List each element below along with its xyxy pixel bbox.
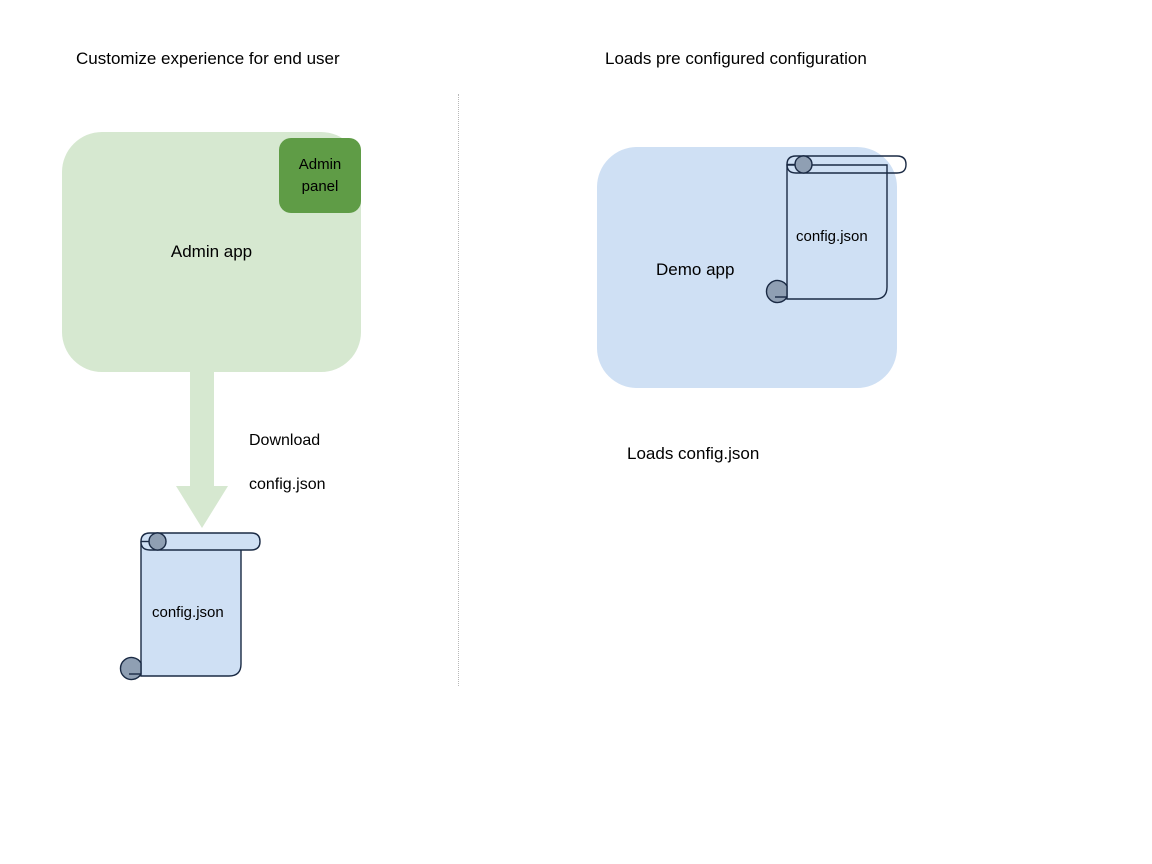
demo-app-label: Demo app <box>656 260 735 279</box>
download-arrow-icon <box>176 370 228 528</box>
admin-app-label: Admin app <box>170 242 253 261</box>
config-json-document-left[interactable] <box>118 528 268 692</box>
vertical-dotted-divider <box>458 94 459 686</box>
download-arrow-label-line2: config.json <box>249 476 326 493</box>
loads-config-caption: Loads config.json <box>627 444 760 463</box>
demo-app-box <box>597 147 897 388</box>
admin-panel-box[interactable]: Admin panel <box>279 138 361 213</box>
left-section-title: Customize experience for end user <box>76 49 340 68</box>
admin-panel-label: Admin panel <box>299 154 342 198</box>
config-json-document-right[interactable] <box>764 151 914 315</box>
admin-panel-label-line2: panel <box>301 177 339 195</box>
download-arrow-label: Download config.json <box>249 408 326 496</box>
admin-panel-label-line1: Admin <box>298 155 342 173</box>
config-json-label-right: config.json <box>796 228 868 245</box>
config-json-label-left: config.json <box>152 604 224 621</box>
right-section-title: Loads pre configured configuration <box>605 49 867 68</box>
download-arrow-label-line1: Download <box>249 432 321 449</box>
